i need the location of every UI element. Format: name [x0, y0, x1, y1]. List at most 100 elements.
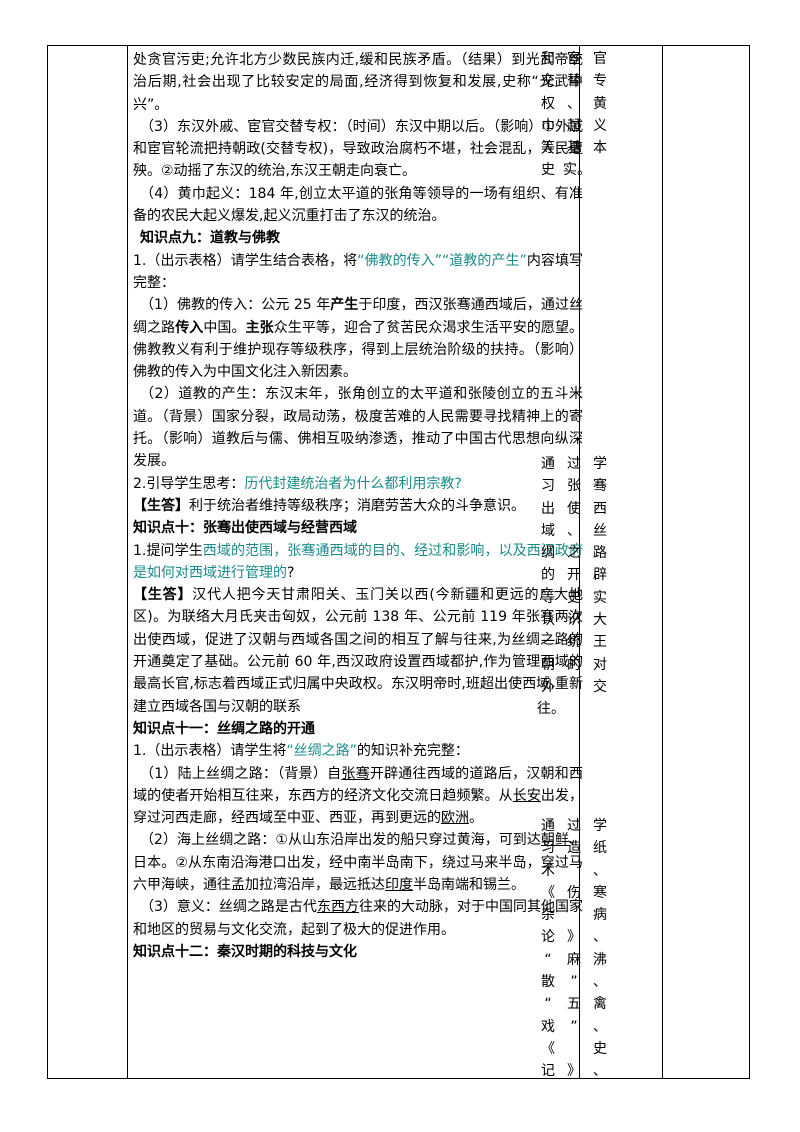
paragraph: （1）佛教的传入：公元 25 年产生于印度，西汉张骞通西域后，通过丝绸之路传入中… — [133, 297, 584, 381]
side-text-row: 史实。 — [537, 159, 611, 181]
section-heading: 知识点十二：秦汉时期的科技与文化 — [133, 943, 357, 960]
side-char: 和 — [541, 51, 555, 67]
side-text-row: 等基本 — [537, 137, 611, 159]
column-divider — [662, 46, 663, 1078]
teaching-content: 处贪官污吏;允许北方少数民族内迁,缓和民族矛盾。（结果）到光武帝统治后期,社会出… — [128, 46, 587, 963]
side-char — [563, 676, 585, 698]
side-char: 权 — [541, 95, 555, 112]
side-char: 朝 — [541, 656, 555, 673]
side-text-row: 的开辟 — [537, 564, 611, 586]
side-text-row: 术、 — [537, 860, 611, 882]
side-char: 、 — [567, 95, 581, 112]
side-char: 的 — [541, 567, 555, 584]
side-char: 丝 — [593, 522, 607, 539]
side-char: 论 — [541, 929, 555, 946]
paragraph: 1.（出示表格）请学生结合表格，将“佛教的传入”“道教的产生”内容填写完整： — [133, 252, 583, 291]
side-char: 域 — [541, 522, 555, 539]
side-char: 专 — [593, 73, 607, 90]
side-char: 史 — [567, 589, 581, 606]
side-text-row: 域、丝 — [537, 520, 611, 542]
side-text-row: 权、黄 — [537, 93, 611, 115]
side-char: 路 — [593, 545, 607, 562]
lesson-table: 处贪官污吏;允许北方少数民族内迁,缓和民族矛盾。（结果）到光武帝统治后期,社会出… — [47, 45, 750, 1079]
side-char: 实。 — [563, 162, 591, 179]
side-char: 黄 — [593, 95, 607, 112]
side-char — [563, 904, 585, 926]
side-char: ” — [570, 974, 578, 991]
side-char: 麻 — [567, 951, 581, 968]
side-char — [563, 1038, 585, 1060]
side-text-row: 通过学 — [537, 815, 611, 837]
side-char: 认 — [541, 612, 555, 629]
side-text-row: 交替专 — [537, 70, 611, 92]
side-char: 、 — [593, 974, 607, 991]
side-char — [563, 698, 585, 720]
side-char: 禽 — [593, 996, 607, 1013]
design-intent-3: 通过学习造纸术、《伤寒杂病论》、“麻沸散”、“五禽戏”、《史记》、 — [537, 815, 611, 1083]
side-text-row: 习造纸 — [537, 837, 611, 859]
design-intent-1: 和宦官交替专权、黄巾起义等基本史实。 — [537, 48, 611, 182]
side-text-row: 巾起义 — [537, 115, 611, 137]
side-char: 习 — [541, 478, 555, 495]
side-char: ” — [570, 1018, 578, 1035]
design-intent-2: 通过学习张骞出使西域、丝绸之路的开辟等史实认识大一统王朝的对外交往。 — [537, 453, 611, 721]
side-text-row: 等史实 — [537, 587, 611, 609]
side-char: 习 — [541, 840, 555, 857]
side-char: 交 — [593, 678, 607, 695]
paragraph: （2）海上丝绸之路：①从山东沿岸出发的船只穿过黄海，可到达朝鲜、日本。②从东南沿… — [133, 832, 583, 893]
paragraph: （2）道教的产生：东汉末年，张角创立的太平道和张陵创立的五斗米道。（背景）国家分… — [133, 386, 583, 470]
side-char: 寒 — [593, 884, 607, 901]
side-char: 《 — [541, 1040, 555, 1057]
paragraph: 1.（出示表格）请学生将“丝绸之路”的知识补充完整： — [133, 743, 469, 760]
side-char: 等 — [541, 589, 555, 606]
side-text-row: “ 五禽 — [537, 993, 611, 1015]
side-char: 、 — [593, 862, 607, 879]
side-char: “ — [544, 951, 552, 968]
side-char: 学 — [593, 818, 607, 834]
paragraph: 处贪官污吏;允许北方少数民族内迁,缓和民族矛盾。（结果）到光武帝统治后期,社会出… — [133, 52, 583, 113]
side-char: 、 — [593, 1063, 607, 1080]
side-char: 巾 — [541, 117, 555, 134]
side-char: 五 — [567, 996, 581, 1013]
section-heading: 知识点十一：丝绸之路的开通 — [133, 720, 315, 737]
side-char: 记 — [541, 1063, 555, 1080]
side-char: 交 — [541, 73, 555, 90]
side-char: 》 — [567, 929, 581, 946]
paragraph: （1）陆上丝绸之路：（背景）自张骞开辟通往西域的道路后，汉朝和西域的使者开始相互… — [133, 765, 584, 827]
side-char: 一 — [541, 634, 555, 651]
paragraph: 【生答】利于统治者维持等级秩序；消磨劳苦大众的斗争意识。 — [133, 497, 525, 514]
side-text-row: 认识大 — [537, 609, 611, 631]
side-char: “ — [544, 996, 552, 1013]
side-char: 病 — [593, 907, 607, 924]
section-heading: 知识点九：道教与佛教 — [140, 230, 280, 247]
paragraph: （4）黄巾起义：184 年,创立太平道的张角等领导的一场有组织、有准备的农民大起… — [133, 185, 583, 225]
side-char: 纸 — [593, 840, 607, 857]
column-divider — [579, 46, 580, 1078]
side-text-row: 杂病 — [537, 904, 611, 926]
side-char: 实 — [593, 589, 607, 606]
section-heading: 知识点十：张骞出使西域与经营西域 — [133, 520, 357, 537]
side-char: 外 — [541, 678, 555, 695]
side-char: 官 — [593, 51, 607, 67]
paragraph: （3）意义：丝绸之路是古代东西方往来的大动脉，对于中国同其他国家和地区的贸易与文… — [133, 899, 584, 938]
side-text-row: 论》、 — [537, 926, 611, 948]
side-char: 本 — [593, 140, 607, 157]
side-char: 之 — [567, 545, 581, 562]
side-text-row: 往。 — [537, 698, 611, 720]
side-char: 出 — [541, 500, 555, 517]
side-char: 》 — [567, 1063, 581, 1080]
side-text-row: 绸之路 — [537, 542, 611, 564]
side-char: 戏 — [541, 1018, 555, 1035]
side-char: 史 — [593, 1040, 607, 1057]
side-char: 过 — [567, 818, 581, 834]
side-char: 开 — [567, 567, 581, 584]
side-char: 西 — [593, 500, 607, 517]
paragraph: （3）东汉外戚、宦官交替专权：（时间）东汉中期以后。（影响）①外戚和宦官轮流把持… — [133, 118, 583, 180]
side-text-row: 《史 — [537, 1038, 611, 1060]
side-char: 学 — [593, 456, 607, 472]
side-char — [589, 159, 611, 181]
side-char: 使 — [567, 500, 581, 517]
side-char: 的 — [567, 656, 581, 673]
side-char: 通 — [541, 456, 555, 472]
side-char: 对 — [593, 656, 607, 673]
